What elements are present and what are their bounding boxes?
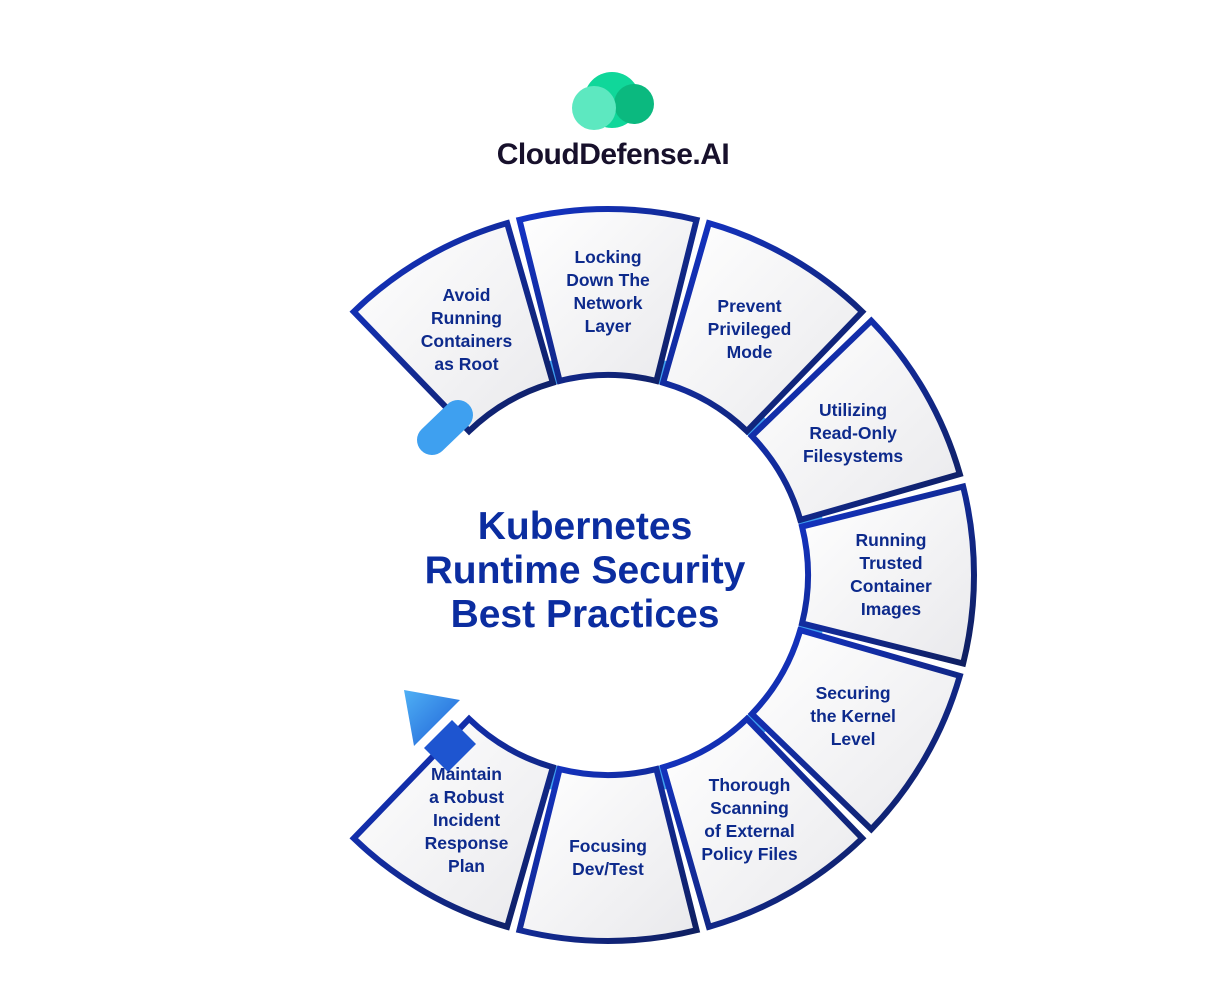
segment-3: [659, 219, 867, 436]
segment-9: [349, 714, 557, 931]
segment-label: Running Trusted Container Images: [850, 530, 932, 619]
diagram-title: Kubernetes Runtime Security Best Practic…: [424, 505, 746, 636]
segment-connector: [743, 710, 771, 738]
segment-label: Utilizing Read-Only Filesystems: [802, 400, 904, 466]
segment-1: [349, 219, 557, 436]
start-cap: [417, 400, 473, 455]
segment-label: Focusing Dev/Test: [569, 836, 647, 879]
segment-label: Locking Down The Network Layer: [566, 247, 650, 336]
segment-6: [747, 626, 964, 834]
segment-label: Securing the Kernel Level: [810, 683, 896, 749]
segment-connector: [743, 412, 771, 440]
segment-4: [747, 316, 964, 524]
segment-2: [515, 206, 701, 385]
segment-label: Prevent Privileged Mode: [707, 296, 792, 363]
clouddefense-logo-icon: [572, 72, 654, 130]
segment-label: Maintain a Robust Incident Response Plan: [424, 763, 509, 876]
segment-8: [515, 765, 701, 944]
brand-name: CloudDefense.AI: [496, 138, 730, 171]
cycle-arrow-icon: [404, 690, 476, 772]
segment-label: Avoid Running Containers as Root: [420, 284, 513, 374]
segment-5: [798, 482, 977, 668]
segment-label: Thorough Scanning of External Policy Fil…: [701, 775, 798, 865]
segment-7: [659, 714, 867, 931]
